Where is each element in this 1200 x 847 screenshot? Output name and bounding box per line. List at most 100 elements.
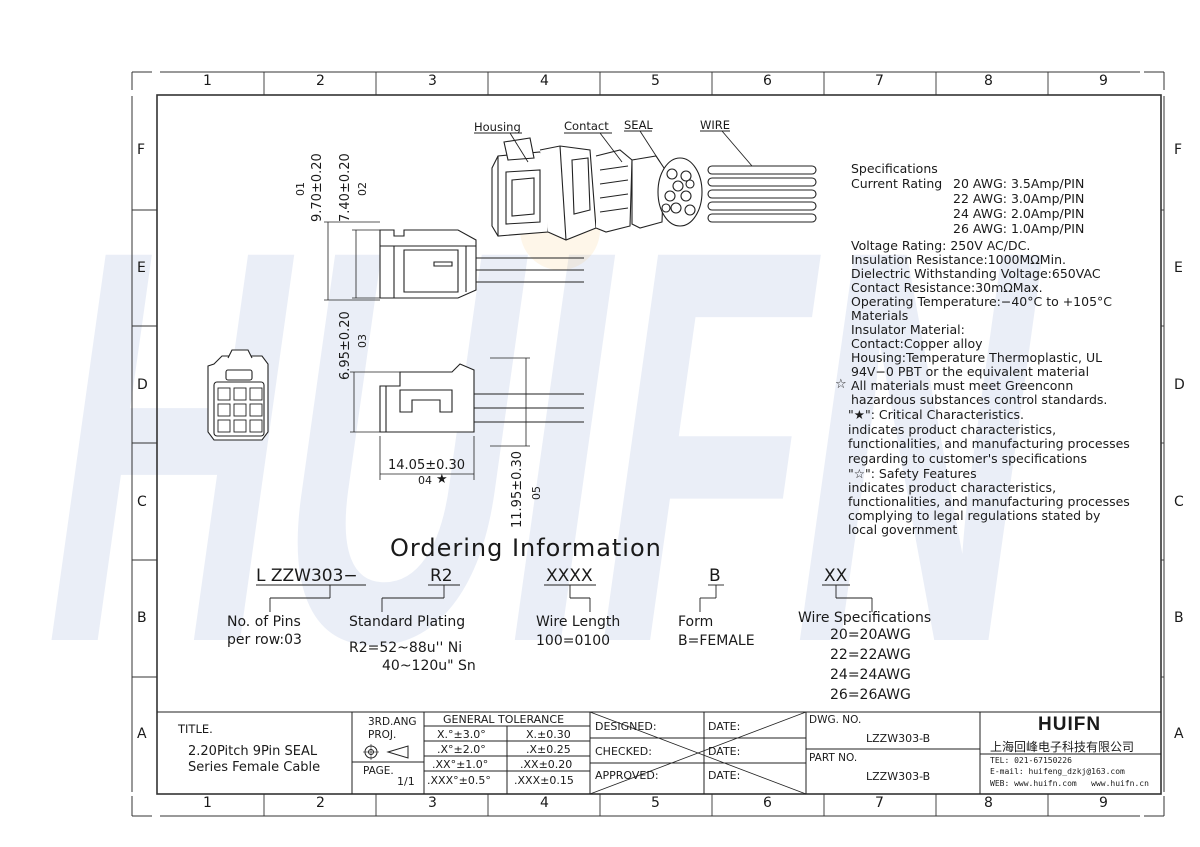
grid-col-7-bottom: 7 bbox=[875, 795, 884, 811]
ordering-leaders bbox=[256, 584, 873, 612]
title-block bbox=[157, 711, 1161, 795]
ordering-length-1: Wire Length bbox=[536, 614, 621, 630]
tolerance-angle-2: .XX°±1.0° bbox=[432, 758, 489, 771]
grid-col-8-bottom: 8 bbox=[984, 795, 993, 811]
ordering-code-plating: R2 bbox=[430, 566, 453, 586]
grid-row-c-left: C bbox=[137, 494, 147, 510]
tolerance-angle-3: .XXX°±0.5° bbox=[427, 774, 491, 787]
grid-row-a-left: A bbox=[137, 726, 147, 742]
safety-star-icon: ☆ bbox=[835, 377, 847, 392]
part-no-label: PART NO. bbox=[809, 752, 858, 764]
spec-current-22: 22 AWG: 3.0Amp/PIN bbox=[953, 191, 1085, 206]
projection-line-1: 3RD.ANG bbox=[368, 716, 417, 728]
spec-insulation: Insulation Resistance:1000MΩMin. bbox=[851, 252, 1066, 267]
dimension-11-95: 11.95±0.30 bbox=[510, 450, 525, 528]
spec-voltage: Voltage Rating: 250V AC/DC. bbox=[851, 238, 1031, 253]
grid-col-4-top: 4 bbox=[540, 73, 549, 89]
ordering-code-wire: XX bbox=[824, 566, 848, 586]
grid-row-d-left: D bbox=[137, 377, 148, 393]
tolerance-angle-1: .X°±2.0° bbox=[437, 743, 486, 756]
grid-col-7-top: 7 bbox=[875, 73, 884, 89]
spec-safety-3: complying to legal regulations stated by bbox=[848, 508, 1101, 523]
watermark-logo: HUIFN bbox=[13, 134, 1081, 759]
grid-col-2-top: 2 bbox=[316, 73, 325, 89]
grid-col-2-bottom: 2 bbox=[316, 795, 325, 811]
spec-safety-title: "☆": Safety Features bbox=[848, 466, 977, 481]
grid-col-9-bottom: 9 bbox=[1099, 795, 1108, 811]
ordering-code-length: XXXX bbox=[546, 566, 593, 586]
spec-housing-material-1: Housing:Temperature Thermoplastic, UL bbox=[851, 350, 1103, 365]
ordering-title: Ordering Information bbox=[390, 534, 662, 562]
part-no-value: LZZW303-B bbox=[866, 770, 931, 783]
dimension-9-70: 9.70±0.20 bbox=[310, 153, 325, 222]
dimension-7-40: 7.40±0.20 bbox=[338, 153, 353, 222]
title-line-1: 2.20Pitch 9Pin SEAL bbox=[188, 744, 318, 759]
tolerance-header: GENERAL TOLERANCE bbox=[443, 713, 565, 726]
spec-safety-2: functionalities, and manufacturing proce… bbox=[848, 494, 1130, 509]
spec-all-materials-2: hazardous substances control standards. bbox=[851, 392, 1108, 407]
projection-line-2: PROJ. bbox=[368, 729, 397, 741]
grid-col-9-top: 9 bbox=[1099, 73, 1108, 89]
top-view bbox=[350, 357, 584, 480]
grid-row-a-right: A bbox=[1174, 726, 1184, 742]
dimension-id-01: 01 bbox=[294, 182, 307, 196]
ordering-length-2: 100=0100 bbox=[536, 633, 611, 649]
ordering-form-1: Form bbox=[678, 614, 714, 630]
tolerance-angle-0: X.°±3.0° bbox=[437, 728, 486, 741]
spec-contact-material: Contact:Copper alloy bbox=[851, 336, 983, 351]
ordering-plating-2: R2=52~88u'' Ni bbox=[349, 640, 463, 656]
contact-email: E-mail: huifeng_dzkj@163.com bbox=[990, 767, 1125, 776]
brand-logo: HUIFN bbox=[1038, 714, 1102, 735]
checked-date-label: DATE: bbox=[708, 745, 741, 758]
ordering-wire-24: 24=24AWG bbox=[830, 667, 911, 683]
spec-critical-2: functionalities, and manufacturing proce… bbox=[848, 436, 1130, 451]
spec-contact-resistance: Contact Resistance:30mΩMax. bbox=[851, 280, 1043, 295]
grid-col-1-top: 1 bbox=[203, 73, 212, 89]
ordering-prefix: L ZZW303− bbox=[256, 566, 358, 586]
ordering-plating-1: Standard Plating bbox=[349, 614, 466, 630]
spec-current-label: Current Rating bbox=[851, 176, 943, 191]
dwg-no-value: LZZW303-B bbox=[866, 732, 931, 745]
grid-col-6-top: 6 bbox=[763, 73, 772, 89]
ordering-pins-1: No. of Pins bbox=[227, 614, 301, 630]
spec-critical-3: regarding to customer's specifications bbox=[848, 451, 1087, 466]
page-label: PAGE. bbox=[363, 765, 394, 777]
title-label: TITLE. bbox=[178, 722, 213, 736]
dimension-id-04: 04 bbox=[418, 474, 432, 487]
dimension-id-03: 03 bbox=[356, 334, 369, 348]
spec-insulator: Insulator Material: bbox=[851, 322, 965, 337]
spec-housing-material-2: 94V−0 PBT or the equivalent material bbox=[851, 364, 1090, 379]
spec-heading: Specifications bbox=[851, 161, 938, 176]
grid-col-3-bottom: 3 bbox=[428, 795, 437, 811]
grid-col-6-bottom: 6 bbox=[763, 795, 772, 811]
ordering-code-form: B bbox=[709, 566, 721, 586]
page-value: 1/1 bbox=[397, 775, 415, 788]
outer-frame bbox=[131, 71, 1165, 817]
grid-col-5-top: 5 bbox=[651, 73, 660, 89]
designed-date-label: DATE: bbox=[708, 720, 741, 733]
callout-housing: Housing bbox=[474, 120, 521, 134]
spec-safety-1: indicates product characteristics, bbox=[848, 480, 1057, 495]
callout-wire: WIRE bbox=[700, 118, 731, 132]
company-name: 上海回峰电子科技有限公司 bbox=[990, 740, 1135, 754]
dimension-id-05: 05 bbox=[530, 486, 543, 500]
ordering-plating-3: 40~120u" Sn bbox=[382, 658, 476, 674]
designed-label: DESIGNED: bbox=[595, 720, 657, 733]
callout-contact: Contact bbox=[564, 119, 609, 133]
spec-critical-title: "★": Critical Characteristics. bbox=[848, 407, 1025, 422]
grid-row-b-left: B bbox=[137, 610, 147, 626]
isometric-view bbox=[474, 130, 817, 241]
approved-date-label: DATE: bbox=[708, 769, 741, 782]
grid-col-4-bottom: 4 bbox=[540, 795, 549, 811]
tolerance-linear-2: .XX±0.20 bbox=[520, 758, 573, 771]
grid-row-f-left: F bbox=[137, 142, 146, 158]
spec-current-24: 24 AWG: 2.0Amp/PIN bbox=[953, 206, 1085, 221]
grid-col-3-top: 3 bbox=[428, 73, 437, 89]
contact-tel: TEL: 021-67150226 bbox=[990, 756, 1072, 765]
watermark-text: HUIFN bbox=[13, 134, 1081, 759]
grid-row-f-right: F bbox=[1174, 142, 1183, 158]
spec-all-materials-1: All materials must meet Greenconn bbox=[851, 378, 1074, 393]
dimension-14-05: 14.05±0.30 bbox=[388, 458, 466, 473]
spec-materials: Materials bbox=[851, 308, 909, 323]
ordering-wire-20: 20=20AWG bbox=[830, 627, 911, 643]
